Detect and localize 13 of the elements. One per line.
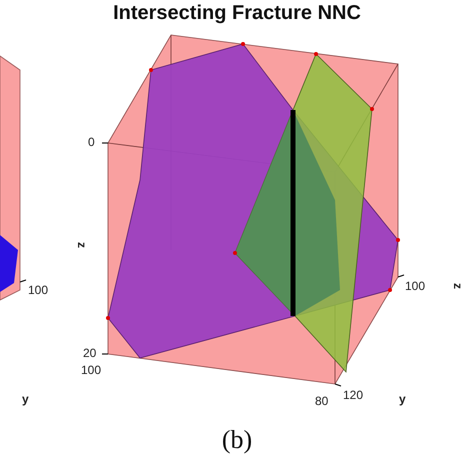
axis-tick-label: 100 — [405, 279, 426, 293]
axis-tick-label: 80 — [315, 394, 328, 408]
axis-tick-label: 100 — [81, 363, 102, 377]
chart-title: Intersecting Fracture NNC — [112, 2, 362, 25]
figure-caption: (b) — [220, 425, 254, 455]
axis-tick-label: 120 — [343, 388, 364, 402]
axis-title: y — [399, 392, 406, 406]
axis-title: z — [75, 242, 89, 248]
axis-tick-label: 20 — [83, 346, 96, 360]
axis-title: z — [451, 283, 465, 289]
axis-tick-label: 0 — [88, 135, 95, 149]
axis-tick-label: 100 — [28, 283, 48, 297]
axis-title: y — [22, 392, 29, 406]
